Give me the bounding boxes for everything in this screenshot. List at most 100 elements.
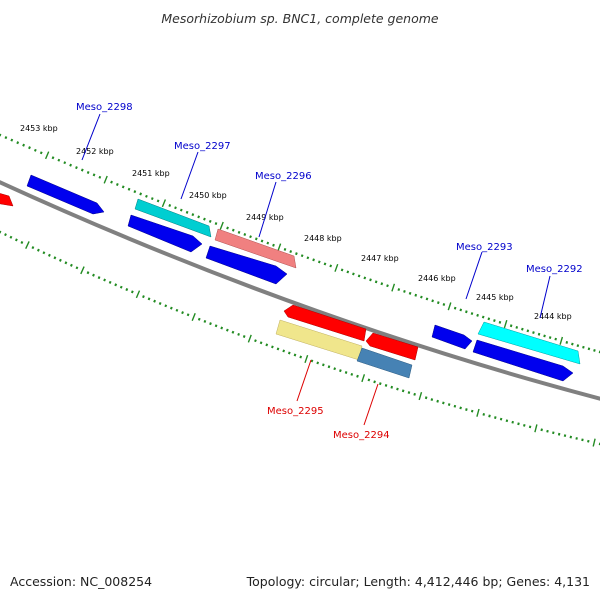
minor-tick <box>125 288 129 292</box>
minor-tick <box>403 290 406 293</box>
minor-tick <box>323 262 327 266</box>
minor-tick <box>276 347 280 351</box>
gene-arrow[interactable] <box>283 304 367 342</box>
kbp-label: 2447 kbp <box>361 254 399 263</box>
gene-arrow-meso-2298[interactable] <box>26 174 105 215</box>
minor-tick <box>28 146 31 150</box>
minor-tick <box>92 273 95 277</box>
major-tick <box>361 374 366 383</box>
gene-arrow[interactable] <box>365 332 419 361</box>
minor-tick <box>142 295 145 299</box>
minor-tick <box>453 404 457 408</box>
minor-tick <box>295 252 298 256</box>
minor-tick <box>69 163 73 167</box>
minor-tick <box>69 263 73 267</box>
minor-tick <box>552 431 555 435</box>
minor-tick <box>425 297 429 301</box>
callout-line <box>258 181 277 238</box>
minor-tick <box>0 133 2 137</box>
minor-tick <box>587 439 590 443</box>
minor-tick <box>110 180 113 184</box>
minor-tick <box>357 274 361 278</box>
minor-tick <box>306 256 310 260</box>
minor-tick <box>254 237 258 241</box>
major-tick <box>191 313 196 322</box>
kbp-label: 2448 kbp <box>304 234 342 243</box>
minor-tick <box>487 317 491 321</box>
major-tick <box>418 391 423 401</box>
minor-tick <box>494 416 497 419</box>
minor-tick <box>401 389 405 393</box>
callout-line <box>296 359 312 402</box>
kbp-label: 2450 kbp <box>189 191 227 200</box>
gene-label-meso-2297[interactable]: Meso_2297 <box>174 141 231 152</box>
minor-tick <box>316 361 320 365</box>
minor-tick <box>413 392 416 396</box>
minor-tick <box>339 369 342 373</box>
minor-tick <box>168 204 172 207</box>
gene-label-meso-2295[interactable]: Meso_2295 <box>267 406 324 417</box>
kbp-label: 2445 kbp <box>476 293 514 302</box>
major-tick <box>277 243 282 252</box>
minor-tick <box>317 260 321 264</box>
minor-tick <box>147 297 151 301</box>
minor-tick <box>214 324 218 328</box>
minor-tick <box>414 293 418 297</box>
gene-arrow-meso-2296[interactable] <box>214 228 297 269</box>
gene-arrow[interactable] <box>127 214 203 253</box>
minor-tick <box>169 306 173 310</box>
tick-tracks <box>0 133 600 447</box>
minor-tick <box>430 398 434 401</box>
minor-tick <box>378 382 382 386</box>
gene-arrow[interactable] <box>0 192 14 207</box>
gene-label-meso-2293[interactable]: Meso_2293 <box>456 242 513 253</box>
minor-tick <box>505 419 509 423</box>
minor-tick <box>243 233 247 236</box>
minor-tick <box>186 313 190 317</box>
minor-tick <box>58 258 62 262</box>
minor-tick <box>346 270 350 274</box>
gene-label-meso-2292[interactable]: Meso_2292 <box>526 264 583 275</box>
minor-tick <box>470 409 474 413</box>
kbp-label: 2453 kbp <box>20 124 58 133</box>
callout-line <box>81 113 101 161</box>
minor-tick <box>380 282 384 286</box>
minor-tick <box>563 434 567 438</box>
minor-tick <box>528 425 532 429</box>
gene-label-meso-2296[interactable]: Meso_2296 <box>255 171 312 182</box>
minor-tick <box>481 315 485 319</box>
major-tick <box>476 408 480 417</box>
minor-tick <box>499 417 503 421</box>
gene-arrow-meso-2293[interactable] <box>431 324 473 350</box>
minor-tick <box>407 391 411 394</box>
minor-tick <box>4 136 8 140</box>
gene-label-meso-2298[interactable]: Meso_2298 <box>76 102 133 113</box>
gene-arrow-meso-2294[interactable] <box>356 347 413 379</box>
minor-tick <box>98 175 102 179</box>
minor-tick <box>511 420 514 424</box>
minor-tick <box>97 276 101 280</box>
minor-tick <box>265 343 269 347</box>
minor-tick <box>121 185 125 189</box>
minor-tick <box>57 158 61 162</box>
gene-arrow-meso-2297[interactable] <box>134 198 212 238</box>
minor-tick <box>465 310 468 314</box>
minor-tick <box>185 210 189 214</box>
gene-arrow-meso-2292[interactable] <box>477 321 581 365</box>
minor-tick <box>420 295 423 299</box>
minor-tick <box>114 283 118 287</box>
gene-callouts <box>81 113 551 426</box>
minor-tick <box>548 336 552 339</box>
gene-arrow[interactable] <box>472 339 574 382</box>
minor-tick <box>203 217 206 221</box>
minor-tick <box>431 299 434 303</box>
minor-tick <box>546 429 549 433</box>
minor-tick <box>582 345 585 349</box>
major-tick <box>304 354 309 364</box>
gene-arrow[interactable] <box>205 245 288 285</box>
map-title: Mesorhizobium sp. BNC1, complete genome <box>161 11 439 26</box>
major-tick <box>247 334 252 343</box>
minor-tick <box>164 304 168 308</box>
minor-tick <box>557 432 561 436</box>
gene-label-meso-2294[interactable]: Meso_2294 <box>333 430 390 441</box>
